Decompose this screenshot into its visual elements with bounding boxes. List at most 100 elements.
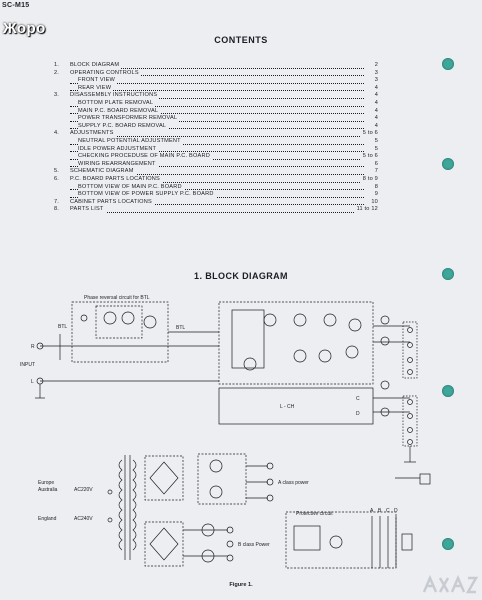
australia-label: Australia [38, 487, 58, 493]
toc-page-number: 4 [372, 84, 378, 93]
toc-page-number: 5 to 6 [360, 130, 378, 138]
toc-page-number: 4 [372, 107, 378, 116]
toc-page-number: 4 [372, 115, 378, 123]
transistor-symbol [348, 318, 362, 332]
toc-leader-dots [70, 191, 364, 198]
toc-row: 1. BLOCK DIAGRAM 2 [54, 62, 378, 70]
amplifier-box [218, 301, 374, 385]
toc-leader-dots [70, 123, 364, 130]
transistor-symbol [243, 357, 257, 371]
toc-label: PARTS LIST [70, 206, 106, 214]
block-diagram-title: 1. BLOCK DIAGRAM [194, 271, 288, 281]
toc-leader-dots [70, 153, 364, 160]
toc-row: IDLE POWER ADJUSTMENT 5 [54, 145, 378, 154]
terminal-b-label: B [378, 508, 382, 514]
figure-caption: Figure 1. [229, 582, 253, 588]
toc-leader-dots [70, 62, 364, 69]
toc-label: BOTTOM VIEW OF POWER SUPPLY P.C. BOARD [78, 191, 216, 199]
binder-hole [442, 268, 454, 280]
d-label: D [356, 411, 360, 417]
bridge-rectifier-b [149, 527, 179, 561]
transistor-symbol [103, 311, 117, 325]
toc-page-number: 8 [372, 183, 378, 192]
transistor-symbol [209, 459, 223, 473]
terminal-d-label: D [394, 508, 398, 514]
toc-leader-dots [70, 206, 364, 213]
toc-row: WIRING REARRANGEMENT 6 [54, 160, 378, 169]
transistor-symbol [329, 535, 343, 549]
toc-page-number: 3 [372, 77, 378, 85]
toc-leader-dots [70, 138, 364, 145]
toc-row: SUPPLY P.C. BOARD REMOVAL 4 [54, 122, 378, 131]
toc-leader-dots [70, 115, 364, 122]
toc-number: 1. [54, 62, 60, 68]
toc-page-number: 4 [372, 92, 378, 100]
toc-label: BLOCK DIAGRAM [70, 62, 122, 70]
toc-label: FRONT VIEW [78, 77, 118, 85]
toc-label: SUPPLY P.C. BOARD REMOVAL [78, 122, 169, 131]
toc-leader-dots [70, 146, 364, 153]
regulator-a-box [197, 453, 247, 505]
b-class-power-label: B class Power [238, 542, 270, 548]
toc-label: REAR VIEW [78, 84, 114, 93]
toc-number: 8. [54, 206, 60, 213]
toc-page-number: 6 [372, 160, 378, 169]
toc-page-number: 5 [372, 137, 378, 146]
toc-number: 5. [54, 168, 60, 175]
toc-row: NEUTRAL POTENTIAL ADJUSTMENT 5 [54, 137, 378, 146]
transistor-symbol [345, 345, 359, 359]
toc-label: NEUTRAL POTENTIAL ADJUSTMENT [78, 137, 183, 146]
toc-page-number: 4 [372, 122, 378, 131]
toc-label: P.C. BOARD PARTS LOCATIONS [70, 175, 162, 184]
toc-leader-dots [70, 161, 364, 168]
c-label: C [356, 396, 360, 402]
binder-hole [442, 158, 454, 170]
a-class-power-label: A class power [278, 480, 309, 486]
toc-leader-dots [70, 184, 364, 191]
rectifier-a-box [144, 455, 184, 501]
toc-number: 3. [54, 92, 60, 99]
toc-page-number: 10 [369, 198, 378, 207]
toc-page-number: 5 to 6 [360, 153, 378, 161]
contents-title: CONTENTS [214, 35, 268, 45]
toc-label: IDLE POWER ADJUSTMENT [78, 145, 159, 154]
input-r-label: R [31, 344, 35, 350]
toc-leader-dots [70, 100, 364, 107]
europe-label: Europe [38, 480, 54, 486]
protective-circuit-box [285, 511, 397, 569]
toc-leader-dots [70, 85, 364, 92]
toc-page-number: 8 to 9 [360, 175, 378, 184]
terminal-a-label: A [370, 508, 374, 514]
toc-row: CHECKING PROCEDUSE OF MAIN P.C. BOARD 5 t… [54, 153, 378, 161]
toc-label: CHECKING PROCEDUSE OF MAIN P.C. BOARD [78, 153, 212, 161]
binder-hole [442, 385, 454, 397]
l-ch-label: L - CH [280, 404, 295, 410]
toc-leader-dots [70, 176, 364, 183]
protective-ic [293, 525, 321, 551]
phase-inner-box [95, 305, 143, 339]
rectifier-b-box [144, 521, 184, 567]
transistor-symbol [323, 313, 337, 327]
toc-label: WIRING REARRANGEMENT [78, 160, 158, 169]
relay-coil [380, 407, 390, 417]
relay-symbol [401, 533, 413, 551]
speaker-terminal-b [402, 395, 418, 447]
toc-page-number: 5 [372, 145, 378, 154]
speaker-terminal-a [402, 321, 418, 379]
bridge-rectifier-a [149, 461, 179, 495]
toc-page-number: 2 [372, 62, 378, 70]
relay-coil [380, 315, 390, 325]
toc-row: REAR VIEW 4 [54, 84, 378, 93]
fuse-symbol [419, 473, 431, 485]
